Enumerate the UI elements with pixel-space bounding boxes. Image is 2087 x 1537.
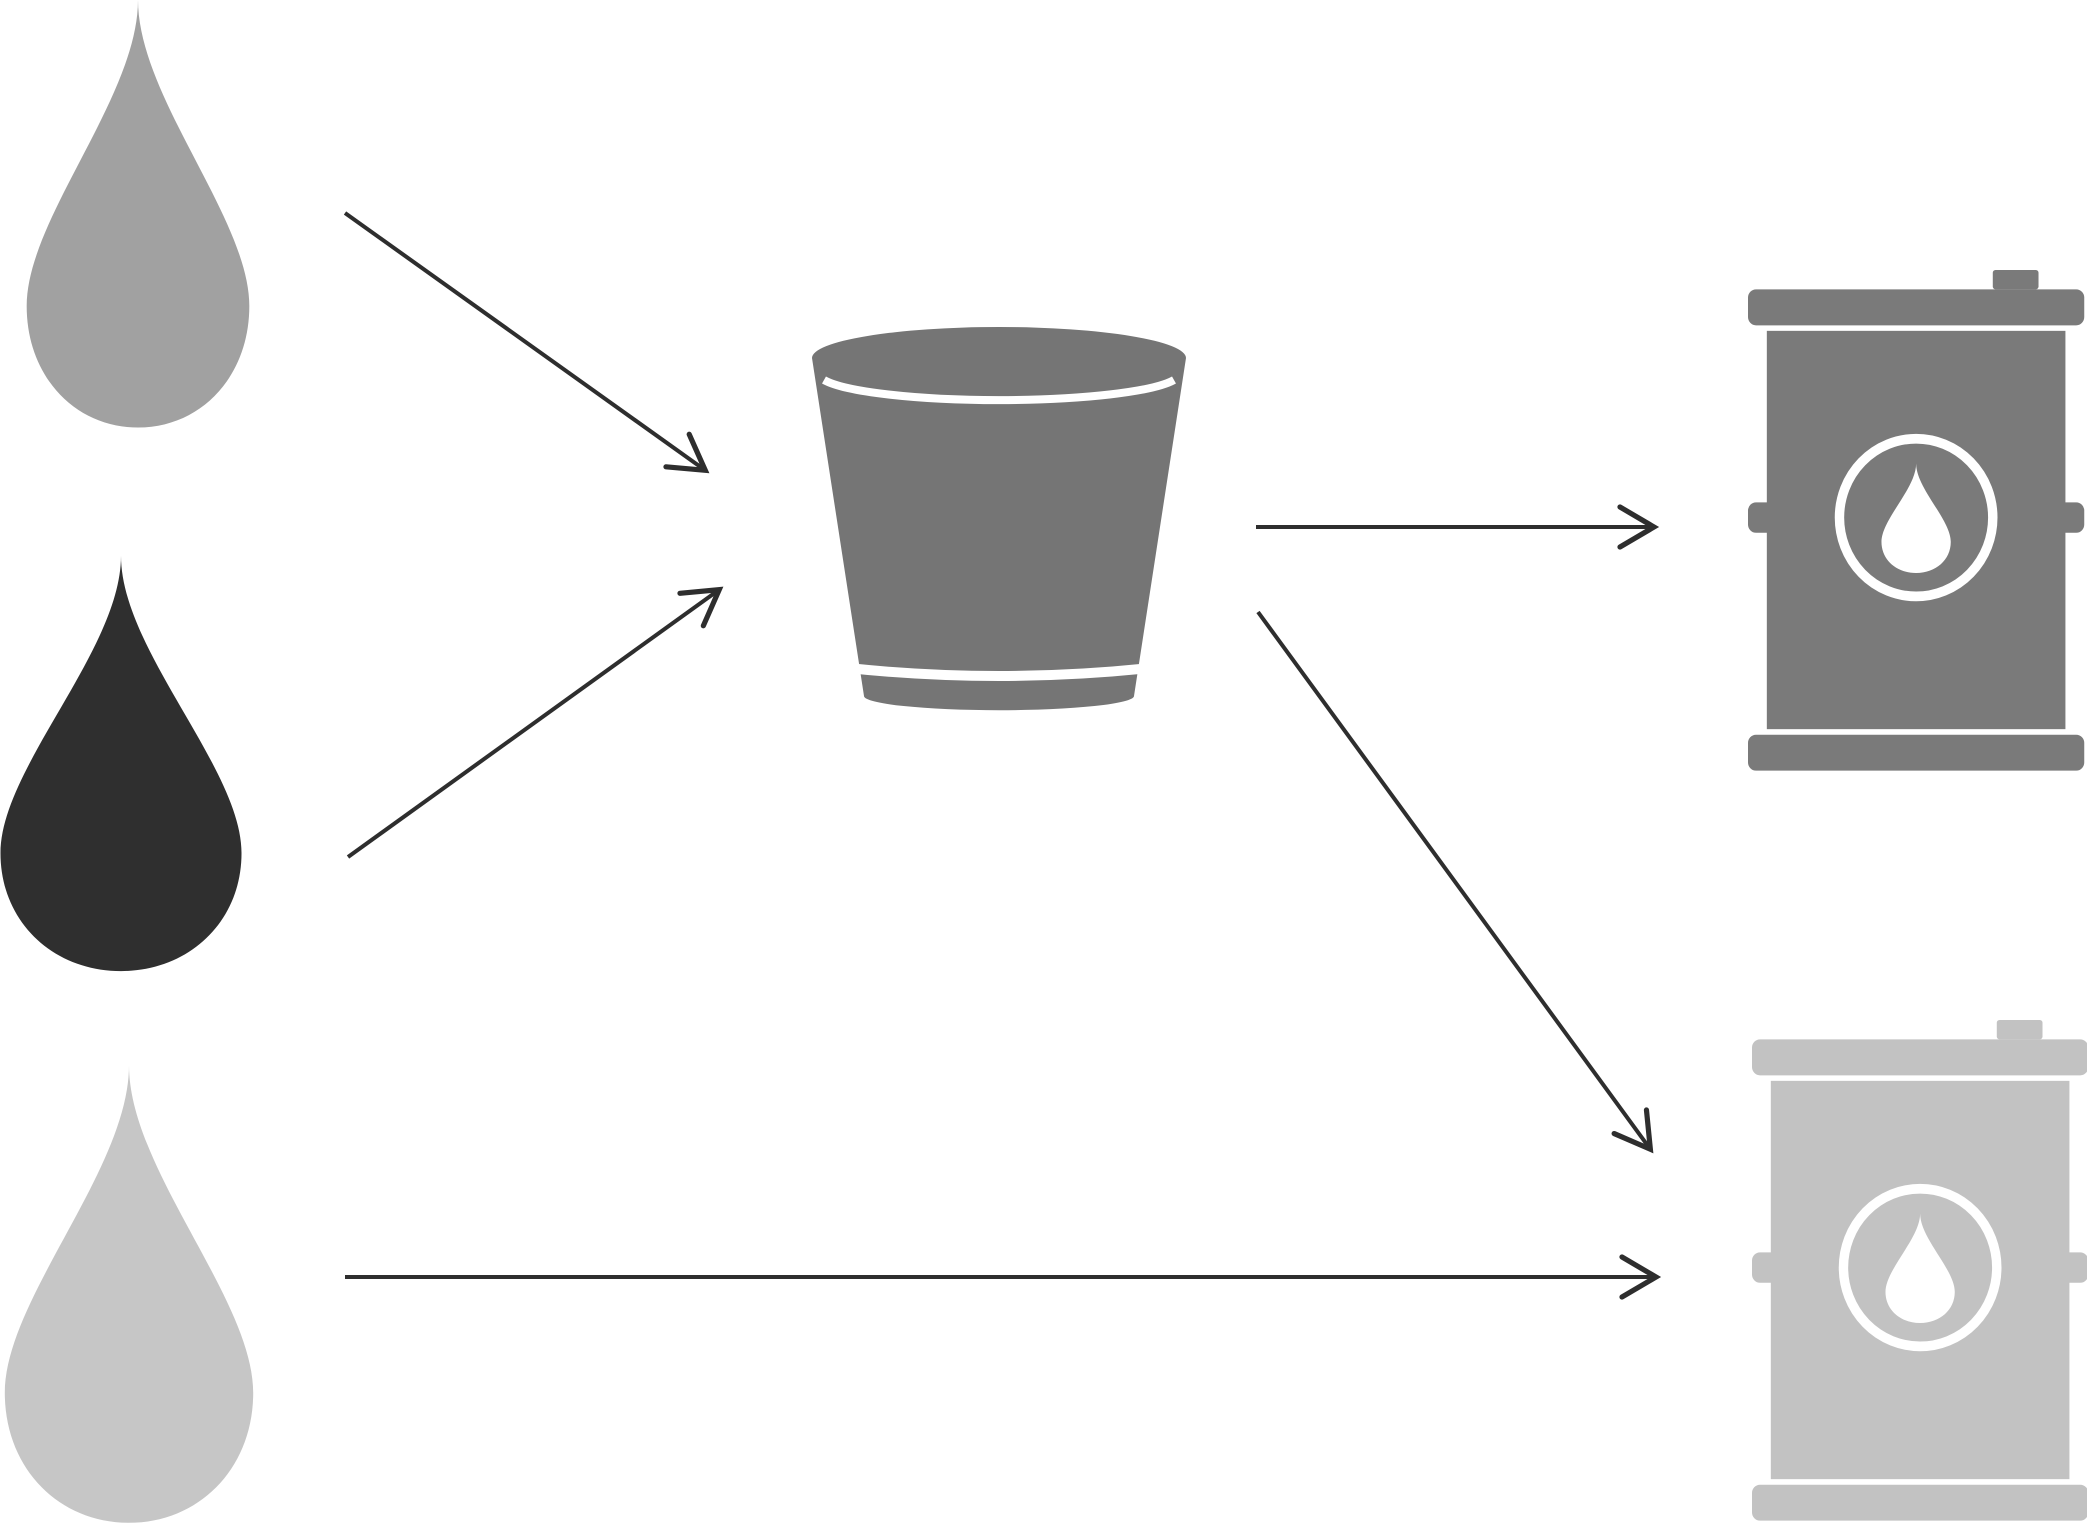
bucket-rim-highlight [822, 376, 1176, 405]
water-drop-icon-bottom [4, 1065, 254, 1523]
arrow-droplet1-to-bucket [343, 211, 710, 474]
bucket-body [812, 327, 1186, 711]
arrow-droplet2-to-bucket [346, 586, 724, 859]
oil-barrel-icon-top [1748, 270, 2084, 771]
oil-barrel-icon-bottom [1752, 1020, 2087, 1521]
water-drop-icon-middle [0, 555, 242, 972]
bucket-icon [812, 327, 1186, 711]
arrow-bucket-to-barrel2 [1256, 610, 1654, 1154]
bucket-base-highlight [847, 663, 1151, 681]
water-drop-icon-top [26, 0, 250, 428]
flow-arrows [343, 211, 1662, 1300]
